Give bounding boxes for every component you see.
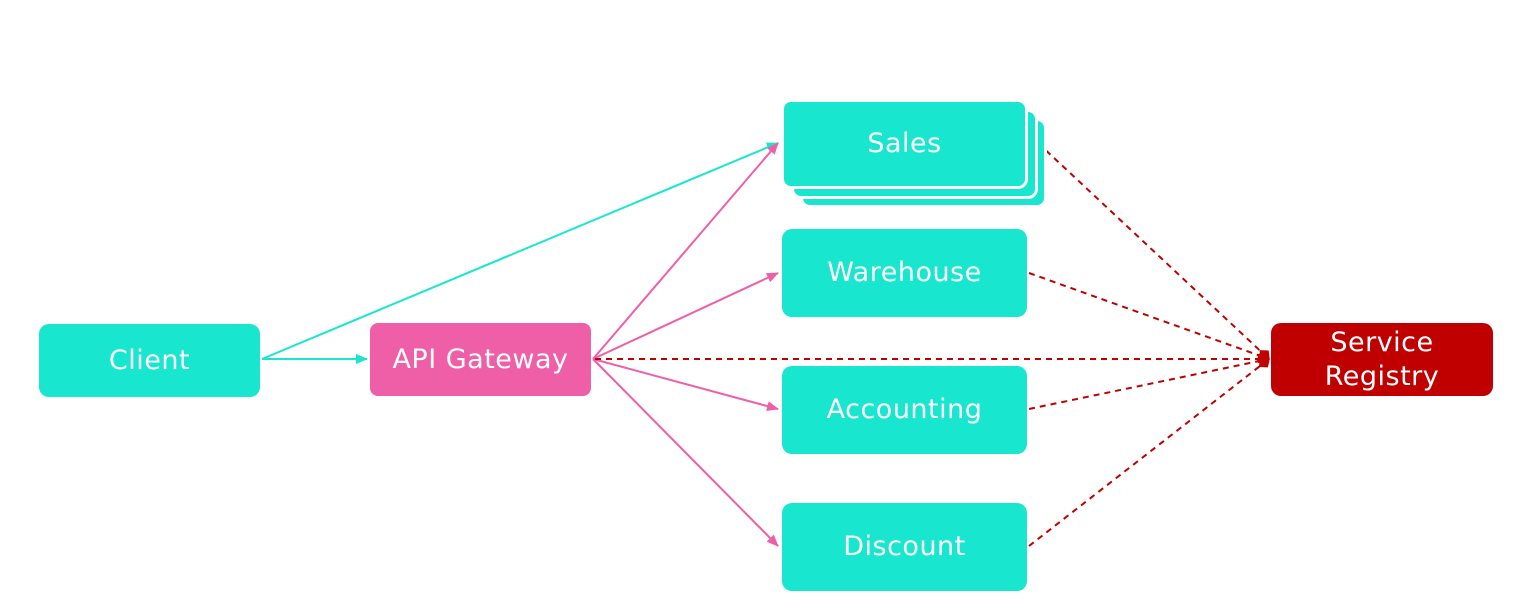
warehouse-node: Warehouse [782, 229, 1027, 317]
service-registry-node: Service Registry [1271, 323, 1493, 396]
client-label: Client [108, 344, 191, 376]
edge-gateway-to-discount [592, 358, 779, 547]
discount-node: Discount [782, 503, 1027, 591]
api-gateway-node: API Gateway [370, 323, 591, 396]
client-node: Client [39, 324, 260, 397]
edge-gateway-to-accounting [592, 358, 779, 411]
edge-warehouse-to-registry [1028, 272, 1270, 363]
api-gateway-label: API Gateway [392, 343, 569, 375]
edge-gateway-to-sales [592, 142, 779, 360]
accounting-node: Accounting [782, 366, 1027, 454]
sales-node: Sales [781, 99, 1028, 189]
edge-discount-to-registry [1028, 357, 1270, 547]
edge-accounting-to-registry [1028, 354, 1270, 410]
edge-gateway-to-warehouse [592, 272, 779, 360]
accounting-label: Accounting [826, 394, 983, 425]
sales-label: Sales [867, 128, 942, 159]
service-registry-label-line1: Service [1330, 326, 1434, 358]
warehouse-label: Warehouse [827, 257, 982, 288]
discount-label: Discount [843, 531, 966, 562]
service-registry-label-line2: Registry [1324, 360, 1440, 392]
edge-sales-to-registry [1037, 142, 1270, 360]
edge-client-to-sales [261, 142, 779, 360]
